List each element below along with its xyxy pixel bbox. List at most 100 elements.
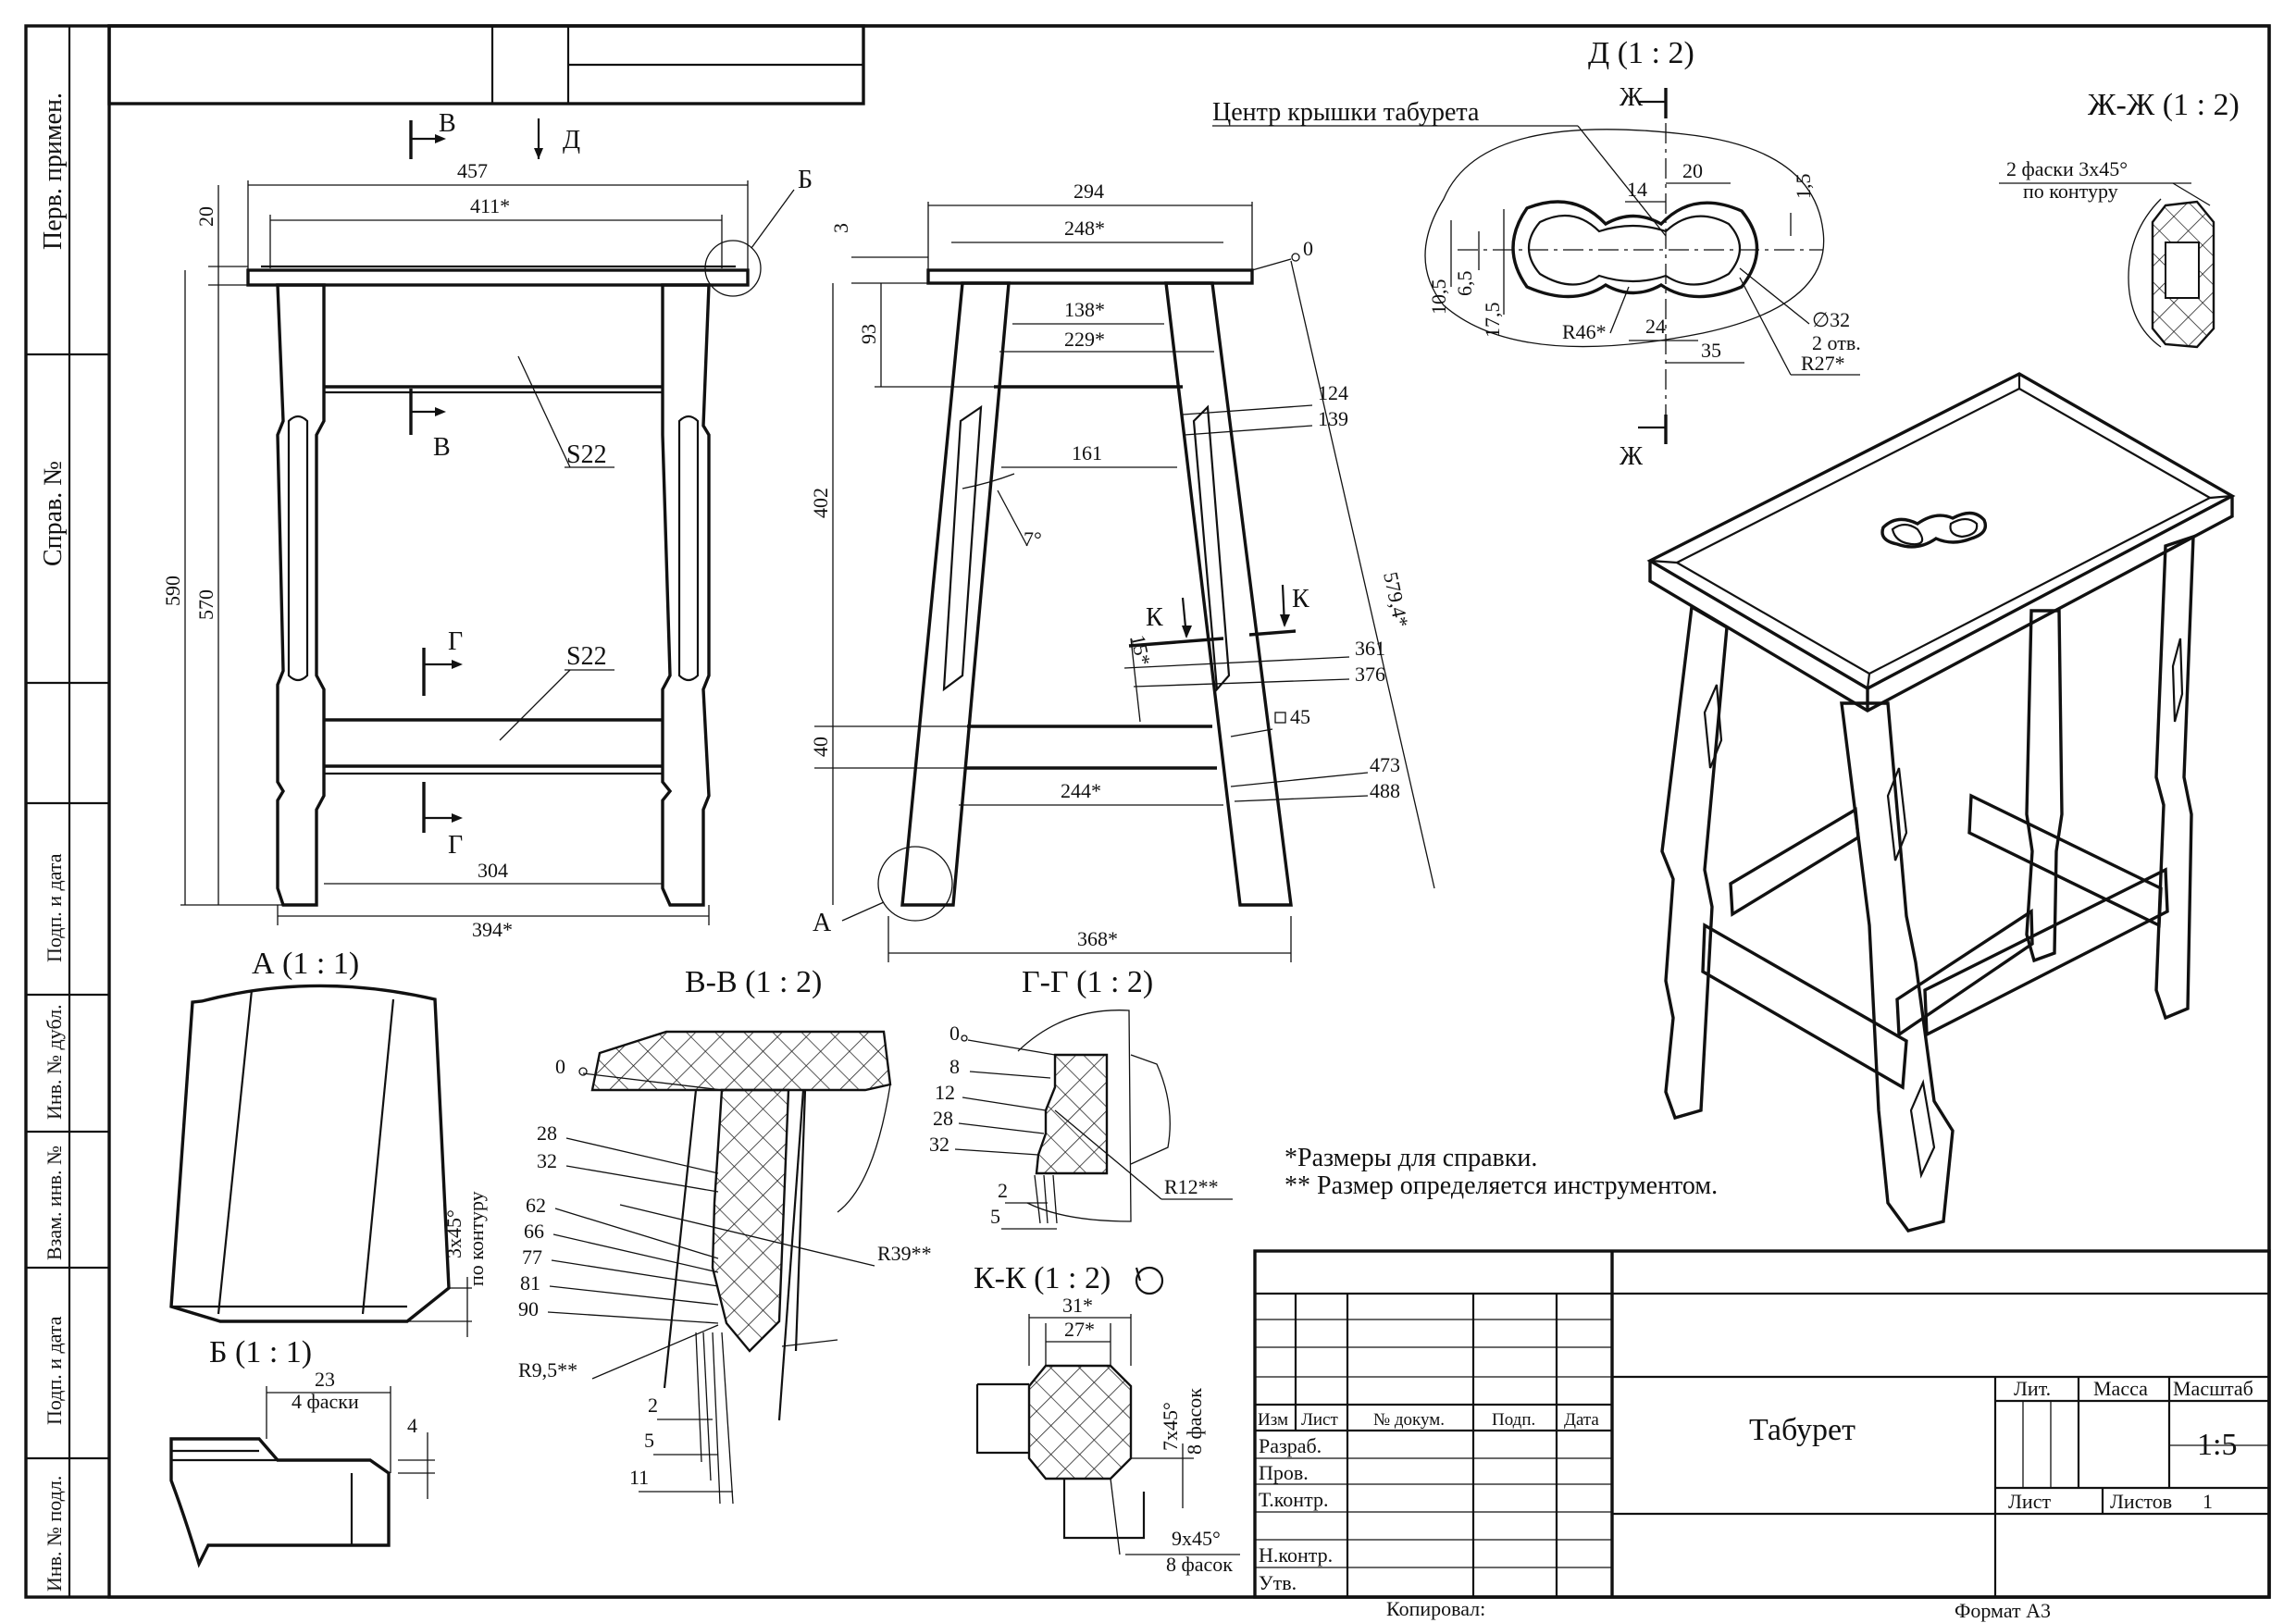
isometric-view: [1646, 372, 2236, 1233]
kk-chamfer2-b: 8 фасок: [1166, 1553, 1233, 1576]
mark-b-detail: Б: [798, 166, 813, 194]
gg-level-32: 32: [929, 1133, 949, 1156]
vv-level-81: 81: [520, 1271, 540, 1295]
mark-g-bottom: Г: [448, 831, 463, 860]
front-view: Б В Д В Г Г S22 S22 457: [161, 109, 813, 941]
tb-row-dev: Разраб.: [1259, 1434, 1322, 1457]
kk-dim-31: 31*: [1062, 1294, 1093, 1317]
mark-zh-bottom: Ж: [1620, 442, 1644, 471]
kk-chamfer2-a: 9x45°: [1172, 1527, 1221, 1550]
dim-side-473: 473: [1370, 753, 1400, 776]
dim-side-93: 93: [857, 324, 880, 344]
tb-row-ncontr: Н.контр.: [1259, 1543, 1333, 1567]
stamp-dup-no: Инв. № дубл.: [43, 1004, 66, 1120]
mark-g-top: Г: [448, 627, 463, 656]
dim-side-361: 361: [1355, 637, 1385, 660]
tb-col-sign: Подп.: [1492, 1410, 1535, 1430]
dim-side-40: 40: [809, 737, 832, 757]
stamp-sign-date-1: Подп. и дата: [43, 853, 66, 962]
tb-row-check: Пров.: [1259, 1461, 1309, 1484]
title-block: Изм Лист № докум. Подп. Дата Разраб. Про…: [1253, 1249, 2271, 1599]
section-kk: К-К (1 : 2) 31* 27* 7x45° 8 фасок 9x45° …: [974, 1261, 1240, 1576]
tb-col-list: Лист: [1301, 1410, 1338, 1430]
dim-d-1-5: 1,5: [1792, 174, 1815, 200]
dim-front-394: 394*: [472, 918, 513, 941]
kk-dim-27: 27*: [1064, 1318, 1095, 1341]
section-vv: В-В (1 : 2) 0 28 32 62 66 77 81 90 R39**…: [518, 965, 932, 1505]
stamp-sign-date-2: Подп. и дата: [43, 1316, 66, 1425]
detail-a-note1: 3x45°: [442, 1209, 465, 1258]
detail-d: Д (1 : 2) Центр крышки табурета Ж Ж 20 1…: [1212, 36, 1861, 471]
vv-r39: R39**: [877, 1242, 932, 1265]
tb-row-approve: Утв.: [1259, 1571, 1297, 1594]
side-stamp: Перв. примен. Справ. № Подп. и дата Инв.…: [26, 93, 109, 1592]
dim-side-45: 45: [1290, 705, 1310, 728]
tb-designation: Табурет: [1749, 1413, 1855, 1447]
dim-side-zero: 0: [1303, 237, 1313, 260]
detail-a: А (1 : 1) 3x45° по контуру: [169, 947, 488, 1337]
mark-d-top: Д: [563, 126, 580, 155]
dim-side-402: 402: [809, 488, 832, 518]
vv-level-77: 77: [522, 1245, 542, 1269]
surface-s22-top: S22: [566, 440, 607, 469]
section-zh-note1: 2 фаски 3x45°: [2006, 157, 2128, 180]
dim-d-24: 24: [1645, 315, 1666, 338]
tb-scale-label: Масштаб: [2173, 1377, 2253, 1400]
dim-front-304: 304: [478, 859, 508, 882]
dim-side-229: 229*: [1064, 328, 1105, 351]
tb-scale: 1:5: [2197, 1428, 2237, 1462]
dim-d-17-5: 17,5: [1481, 303, 1504, 339]
vv-level-62: 62: [526, 1194, 546, 1217]
tb-sheets-count: 1: [2203, 1490, 2213, 1513]
surface-s22-bottom: S22: [566, 642, 607, 671]
detail-a-title: А (1 : 1): [252, 947, 359, 981]
dim-d-35: 35: [1701, 339, 1721, 362]
dim-front-570: 570: [194, 589, 217, 620]
seat-center-callout: Центр крышки табурета: [1212, 98, 1480, 127]
section-kk-title: К-К (1 : 2): [974, 1261, 1111, 1295]
vv-r9-5: R9,5**: [518, 1358, 577, 1381]
footer-copied: Копировал:: [1386, 1597, 1485, 1620]
tb-sheet: Лист: [2008, 1490, 2051, 1513]
vv-dim-2: 2: [648, 1394, 658, 1417]
mark-a-detail: А: [813, 909, 832, 937]
kk-chamfer1-a: 7x45°: [1159, 1402, 1182, 1451]
section-vv-title: В-В (1 : 2): [685, 965, 822, 999]
gg-level-28: 28: [933, 1107, 953, 1130]
detail-d-title: Д (1 : 2): [1588, 36, 1694, 70]
side-view: А 294 248* 3 93 138* 229* 161 7° 402 40 …: [809, 180, 1435, 962]
footer-format: Формат А3: [1955, 1599, 2051, 1622]
dim-side-376: 376: [1355, 663, 1385, 686]
detail-b: Б (1 : 1) 23 4 фаски 4: [169, 1335, 435, 1568]
section-gg: Г-Г (1 : 2) 0 8 12 28 32 R12** 2 5: [929, 965, 1233, 1230]
dim-side-3: 3: [829, 223, 852, 233]
dim-front-457: 457: [457, 159, 488, 182]
dim-front-590: 590: [161, 576, 184, 606]
dim-side-244: 244*: [1061, 779, 1101, 802]
note-line-1: *Размеры для справки.: [1285, 1144, 1537, 1172]
dim-side-294: 294: [1074, 180, 1104, 203]
detail-b-dim23: 23: [315, 1368, 335, 1391]
stamp-ref-no: Справ. №: [39, 461, 68, 566]
dim-front-411: 411*: [470, 194, 510, 217]
gg-r12: R12**: [1164, 1175, 1219, 1198]
note-line-2: ** Размер определяется инструментом.: [1285, 1171, 1718, 1200]
dim-side-124: 124: [1318, 381, 1348, 404]
dim-side-488: 488: [1370, 779, 1400, 802]
vv-level-66: 66: [524, 1220, 544, 1243]
gg-dim-2: 2: [998, 1179, 1008, 1202]
mark-k-left: К: [1146, 603, 1163, 632]
vv-level-28: 28: [537, 1121, 557, 1145]
dim-d-r46: R46*: [1562, 320, 1607, 343]
tb-col-doc: № докум.: [1373, 1410, 1445, 1430]
detail-b-note: 4 фаски: [292, 1390, 359, 1413]
dim-side-15: 15*: [1126, 633, 1155, 667]
kk-chamfer1-b: 8 фасок: [1183, 1388, 1206, 1455]
vv-dim-5: 5: [644, 1429, 654, 1452]
dim-d-6-5: 6,5: [1453, 271, 1476, 297]
tb-col-izm: Изм: [1258, 1410, 1288, 1430]
tb-mass: Масса: [2093, 1377, 2148, 1400]
dim-d-diam32: ∅32: [1812, 308, 1850, 331]
dim-d-14: 14: [1627, 178, 1647, 201]
